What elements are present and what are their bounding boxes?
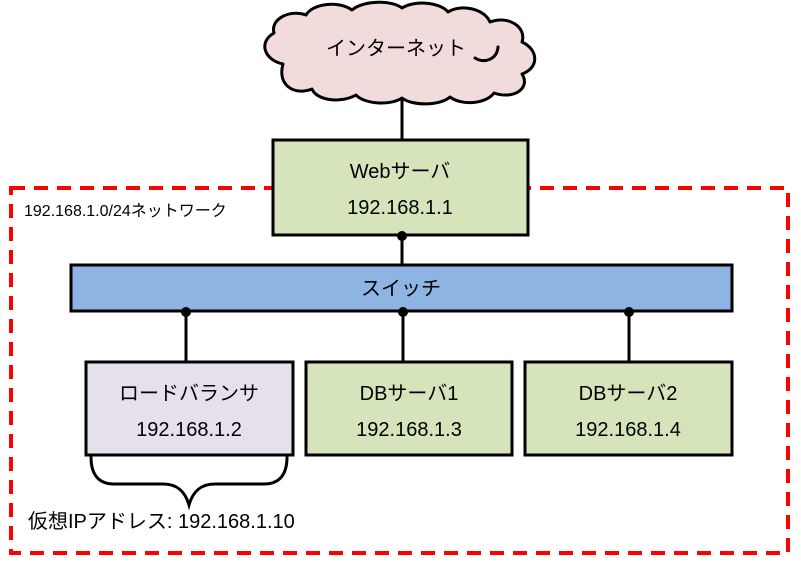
junction-dot-dbserver1 bbox=[398, 307, 408, 317]
internet-cloud-shape bbox=[263, 0, 537, 106]
switch-box bbox=[69, 263, 734, 313]
network-boundary-label: 192.168.1.0/24ネットワーク bbox=[24, 202, 227, 220]
junction-dot-loadbalancer bbox=[181, 307, 191, 317]
network-boundary-border bbox=[9, 186, 790, 555]
cloud-curl-detail bbox=[473, 45, 500, 62]
junction-dot-dbserver2 bbox=[624, 307, 634, 317]
switch-label: スイッチ bbox=[361, 278, 441, 300]
internet-label: インターネット bbox=[326, 37, 466, 60]
web-server-box bbox=[271, 138, 530, 237]
junction-dot-webserver bbox=[397, 231, 407, 241]
db-server-1-box bbox=[304, 360, 514, 457]
load-balancer-name: ロードバランサ bbox=[119, 383, 259, 405]
db-server-2-ip: 192.168.1.4 bbox=[575, 419, 681, 441]
web-server-ip: 192.168.1.1 bbox=[347, 197, 453, 219]
virtual-ip-label: 仮想IPアドレス: 192.168.1.10 bbox=[28, 510, 295, 533]
web-server-name: Webサーバ bbox=[350, 161, 451, 183]
db-server-2-name: DBサーバ2 bbox=[579, 383, 678, 405]
db-server-1-ip: 192.168.1.3 bbox=[356, 419, 462, 441]
load-balancer-box bbox=[84, 360, 295, 457]
db-server-2-box bbox=[523, 360, 734, 457]
db-server-1-name: DBサーバ1 bbox=[360, 383, 459, 405]
virtual-ip-brace bbox=[89, 455, 289, 511]
load-balancer-ip: 192.168.1.2 bbox=[136, 419, 242, 441]
